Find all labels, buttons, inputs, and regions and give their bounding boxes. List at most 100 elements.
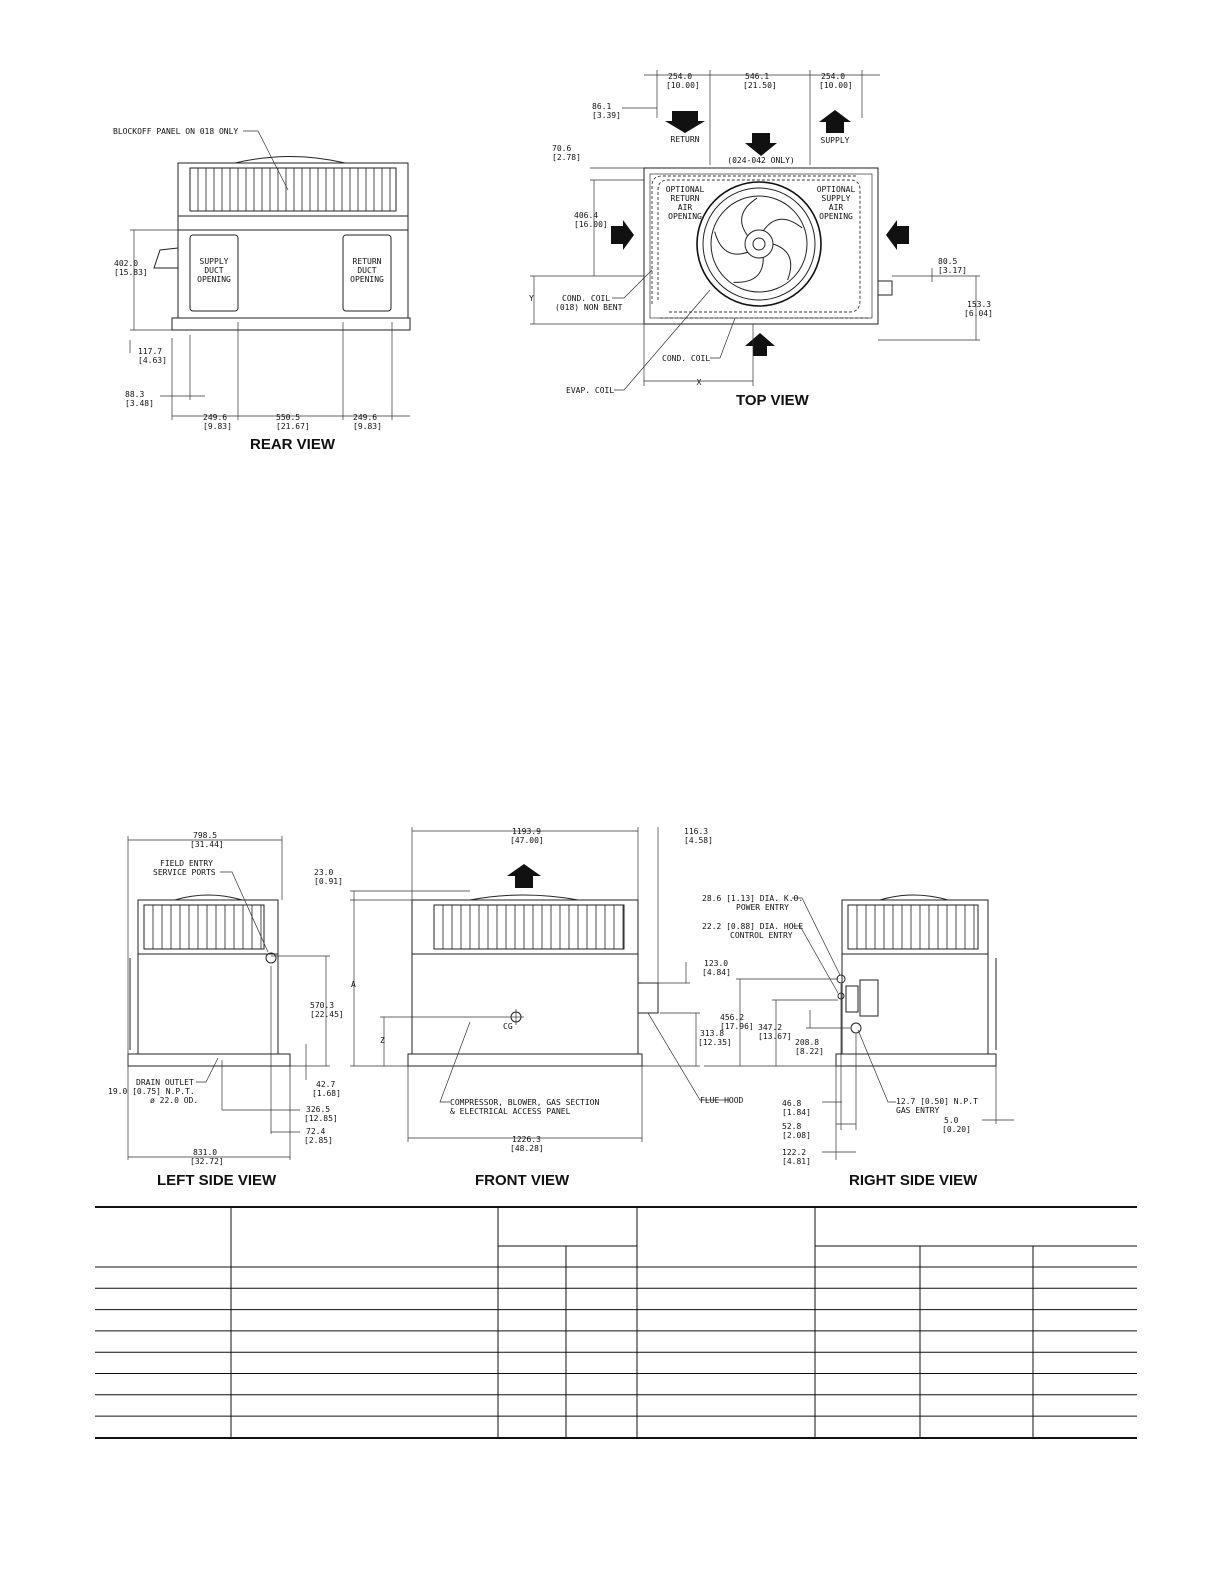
fan-blades <box>714 197 803 283</box>
right-side-view-title: RIGHT SIDE VIEW <box>849 1172 978 1189</box>
right-d347-mm: 347.2 <box>758 1023 782 1032</box>
dimension-table <box>95 1206 1137 1439</box>
top-d254a-in: [10.00] <box>666 81 700 90</box>
top-d86-in: [3.39] <box>592 111 621 120</box>
cond-coil-leader <box>710 317 736 359</box>
access-panel-leader <box>439 1021 471 1103</box>
cg-label: CG <box>503 1022 513 1031</box>
control-entry-leader <box>792 925 839 994</box>
top-view: RETURN SUPPLY (024-042 ONLY) OPTIONAL RE… <box>529 70 993 409</box>
rear-w1-in: [9.83] <box>203 422 232 431</box>
return-arrow <box>665 111 705 133</box>
opt-return-3: AIR <box>678 203 693 212</box>
front-fan-dome <box>469 894 579 901</box>
table-rows <box>95 1266 1137 1417</box>
field-entry-port <box>265 952 277 964</box>
right-d46-in: [1.84] <box>782 1108 811 1117</box>
rear-base-rail <box>171 317 411 331</box>
left-base-rail <box>127 1053 291 1067</box>
front-up-arrow <box>507 864 541 888</box>
front-z-label: Z <box>380 1036 385 1045</box>
left-grille-frame <box>143 904 265 950</box>
right-d347-in: [13.67] <box>758 1032 792 1041</box>
rear-w3-in: [9.83] <box>353 422 382 431</box>
top-view-title: TOP VIEW <box>736 392 810 409</box>
top-d80-in: [3.17] <box>938 266 967 275</box>
front-d23-mm: 23.0 <box>314 868 333 877</box>
fan-guard-outer <box>696 181 822 307</box>
rear-left-mm: 88.3 <box>125 390 144 399</box>
right-d5-mm: 5.0 <box>944 1116 959 1125</box>
field-entry-2: SERVICE PORTS <box>153 868 216 877</box>
left-d326-in: [12.85] <box>304 1114 338 1123</box>
top-d70-in: [2.78] <box>552 153 581 162</box>
flue-hood-leader <box>647 1012 730 1101</box>
opt-return-4: OPENING <box>668 212 702 221</box>
rear-base-mm: 117.7 <box>138 347 162 356</box>
flue-hood-label: FLUE HOOD <box>700 1096 744 1105</box>
right-d456-in: [17.96] <box>720 1022 754 1031</box>
right-d208-in: [8.22] <box>795 1047 824 1056</box>
opt-supply-4: OPENING <box>819 212 853 221</box>
rear-height-mm: 402.0 <box>114 259 138 268</box>
center-down-arrow <box>745 133 777 156</box>
top-d546-mm: 546.1 <box>745 72 769 81</box>
top-d406-in: [16.00] <box>574 220 608 229</box>
front-body <box>411 953 639 1055</box>
opt-return-1: OPTIONAL <box>666 185 705 194</box>
return-label: RETURN <box>671 135 700 144</box>
power-entry-leader <box>792 897 841 976</box>
opt-supply-2: SUPPLY <box>822 194 851 203</box>
fan-guard-inner <box>710 195 808 293</box>
opt-supply-1: OPTIONAL <box>817 185 856 194</box>
left-side-view: FIELD ENTRY SERVICE PORTS 798.5 [31.44] … <box>108 831 344 1189</box>
front-coil-box <box>411 899 639 955</box>
rear-w2-mm: 550.5 <box>276 413 300 422</box>
gas-entry-leader <box>857 1029 896 1103</box>
right-louver <box>845 985 859 1013</box>
return-duct-opening <box>342 234 392 312</box>
front-d123-mm: 123.0 <box>704 959 728 968</box>
access-panel-1: COMPRESSOR, BLOWER, GAS SECTION <box>450 1098 599 1107</box>
right-d456-mm: 456.2 <box>720 1013 744 1022</box>
left-fan-dome <box>174 894 243 901</box>
left-body <box>137 953 279 1055</box>
front-view-title: FRONT VIEW <box>475 1172 570 1189</box>
rear-height-in: [15.83] <box>114 268 148 277</box>
supply-opening-line-2: DUCT <box>204 266 223 275</box>
control-entry-1: 22.2 [0.88] DIA. HOLE <box>702 922 803 931</box>
supply-arrow <box>819 110 851 133</box>
rear-base-in: [4.63] <box>138 356 167 365</box>
rear-flue <box>153 247 179 269</box>
right-base-rail <box>835 1053 997 1067</box>
top-flue-stub <box>877 280 893 296</box>
front-grille-frame <box>433 904 625 950</box>
front-base-rail <box>407 1053 643 1067</box>
control-entry-2: CONTROL ENTRY <box>730 931 793 940</box>
left-side-inlet-arrow <box>611 220 634 250</box>
rear-view: SUPPLY DUCT OPENING RETURN DUCT OPENING … <box>113 127 411 453</box>
return-opening-line-1: RETURN <box>353 257 382 266</box>
access-panel-2: & ELECTRICAL ACCESS PANEL <box>450 1107 571 1116</box>
power-entry-ko <box>836 974 846 984</box>
supply-opening-line-3: OPENING <box>197 275 231 284</box>
top-d80-mm: 80.5 <box>938 257 957 266</box>
left-d72-in: [2.85] <box>304 1136 333 1145</box>
gas-entry <box>850 1022 862 1034</box>
center-label: (024-042 ONLY) <box>727 156 794 165</box>
right-fan-dome <box>879 894 949 901</box>
rear-grille-frame <box>189 167 397 212</box>
fan-blade <box>772 243 792 281</box>
power-entry-1: 28.6 [1.13] DIA. K.O. <box>702 894 803 903</box>
front-grille <box>442 905 624 949</box>
right-d52-in: [2.08] <box>782 1131 811 1140</box>
cond-coil-label: COND. COIL <box>662 354 710 363</box>
supply-label: SUPPLY <box>821 136 850 145</box>
top-d254a-mm: 254.0 <box>668 72 692 81</box>
right-control-box <box>859 979 879 1017</box>
field-entry-leader <box>220 871 269 953</box>
front-w1193-mm: 1193.9 <box>512 827 541 836</box>
rear-view-title: REAR VIEW <box>250 436 336 453</box>
gas-entry-2: GAS ENTRY <box>896 1106 940 1115</box>
